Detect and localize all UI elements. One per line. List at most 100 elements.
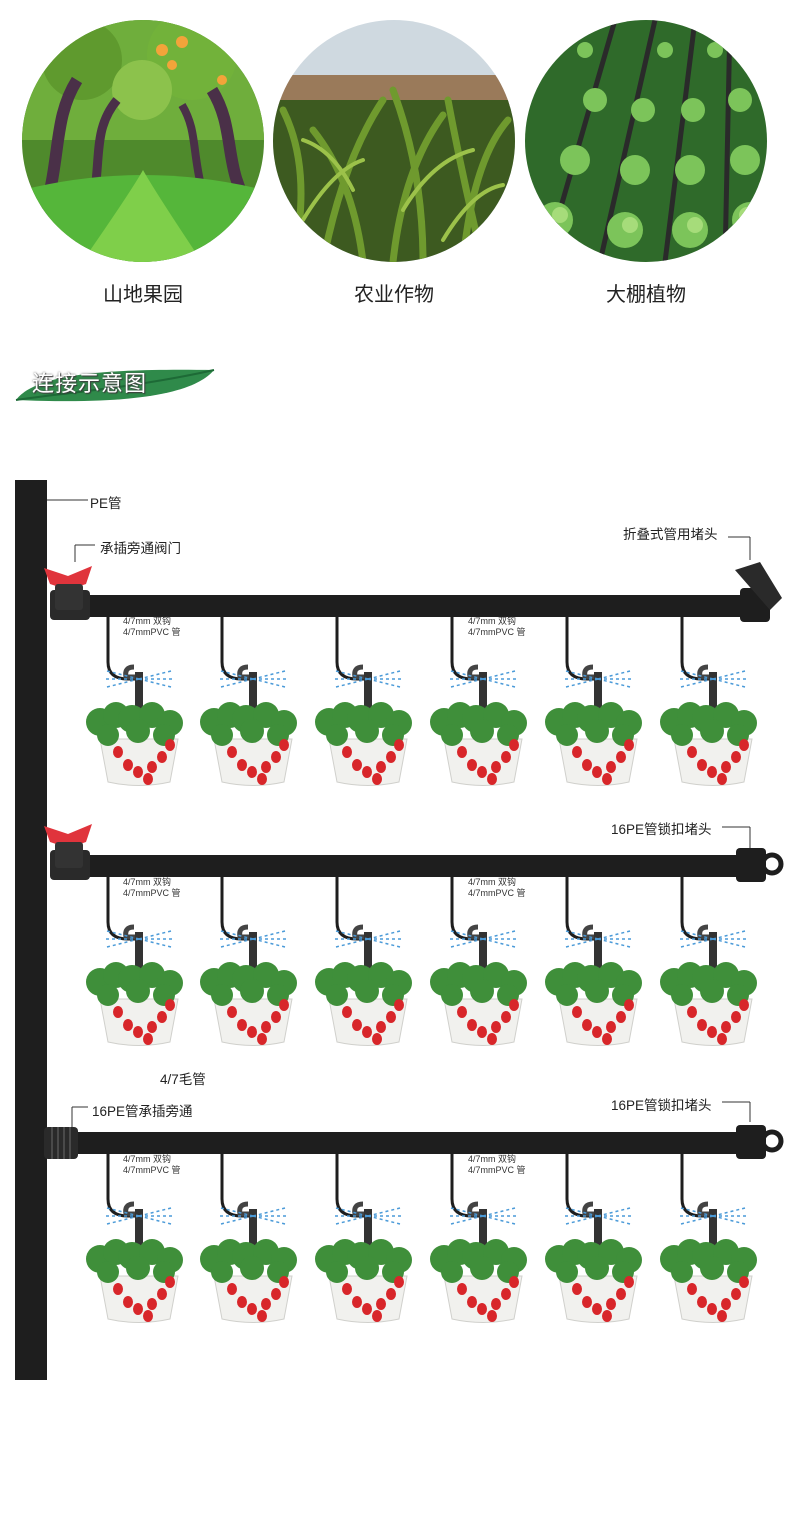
strawberry-leaves — [660, 962, 757, 1006]
dripper-hook — [582, 664, 597, 680]
dripper-hook — [697, 924, 712, 940]
diagram-canvas — [15, 480, 784, 1380]
dripper-hook — [123, 664, 138, 680]
drip-unit — [545, 617, 642, 786]
capillary-tube — [335, 877, 365, 941]
dripper-hook — [123, 1201, 138, 1217]
folding-end-plug-label: 折叠式管用堵头 — [623, 527, 718, 542]
dripper-hook — [467, 1201, 482, 1217]
pvc-label-r2b: 4/7mmPVC 管 — [468, 888, 526, 898]
strawberries — [342, 999, 404, 1045]
drip-unit — [86, 617, 183, 786]
strawberries — [687, 1276, 749, 1322]
bypass-valve-1 — [44, 566, 92, 610]
drip-unit — [200, 1154, 297, 1323]
dripper-hook — [582, 924, 597, 940]
strawberries — [572, 739, 634, 785]
strawberries — [113, 1276, 175, 1322]
capillary-tube — [565, 617, 595, 681]
strawberry-leaves — [430, 1239, 527, 1283]
strawberries — [457, 739, 519, 785]
drip-unit — [86, 1154, 183, 1323]
dripper-hook — [352, 664, 367, 680]
capillary-tube — [220, 617, 250, 681]
pvc-label-r3a: 4/7mmPVC 管 — [123, 1165, 181, 1175]
pvc-label-r1a: 4/7mmPVC 管 — [123, 627, 181, 637]
orchard-photo — [22, 20, 264, 262]
capillary-tube — [335, 617, 365, 681]
bypass-valve-2 — [44, 824, 92, 868]
branch-pipe-1 — [52, 595, 757, 617]
drip-unit — [315, 617, 412, 786]
scene-label-orchard: 山地果园 — [103, 284, 183, 306]
drip-unit — [545, 877, 642, 1046]
capillary-tube — [565, 1154, 595, 1218]
lock-end-plug-label-1: 16PE管锁扣堵头 — [611, 822, 712, 837]
drip-unit — [660, 1154, 757, 1323]
capillary-tube — [335, 1154, 365, 1218]
dripper-hook — [467, 664, 482, 680]
strawberries — [687, 739, 749, 785]
hook-label-r3a: 4/7mm 双钩 — [123, 1154, 172, 1164]
strawberry-leaves — [660, 1239, 757, 1283]
dripper-hook — [123, 924, 138, 940]
folding-end-plug — [735, 562, 782, 622]
strawberries — [342, 1276, 404, 1322]
branch-pipe-3 — [52, 1132, 757, 1154]
hook-label-r1b: 4/7mm 双钩 — [468, 616, 517, 626]
dripper-hook — [237, 924, 252, 940]
strawberry-leaves — [86, 962, 183, 1006]
capillary-tube — [680, 617, 710, 681]
capillary-tube — [220, 877, 250, 941]
lock-end-plug-2 — [736, 1125, 784, 1159]
strawberries — [227, 739, 289, 785]
strawberry-leaves — [315, 1239, 412, 1283]
dripper-hook — [352, 924, 367, 940]
lock-end-plug-1 — [736, 848, 784, 882]
dripper-hook — [697, 664, 712, 680]
dripper-hook — [467, 924, 482, 940]
drip-unit — [315, 877, 412, 1046]
drip-unit — [200, 877, 297, 1046]
drip-unit — [430, 617, 527, 786]
pvc-label-r2a: 4/7mmPVC 管 — [123, 888, 181, 898]
strawberry-leaves — [200, 962, 297, 1006]
strawberries — [457, 1276, 519, 1322]
dripper-hook — [237, 664, 252, 680]
strawberry-leaves — [545, 702, 642, 746]
capillary-label: 4/7毛管 — [160, 1072, 206, 1087]
strawberries — [227, 999, 289, 1045]
strawberry-leaves — [200, 1239, 297, 1283]
strawberry-leaves — [660, 702, 757, 746]
strawberries — [572, 1276, 634, 1322]
drip-unit — [315, 1154, 412, 1323]
capillary-tube — [565, 877, 595, 941]
scene-label-cornfield: 农业作物 — [354, 284, 434, 306]
greenhouse-photo — [525, 20, 767, 262]
dripper-hook — [582, 1201, 597, 1217]
socket-bypass-fitting — [44, 1127, 78, 1159]
strawberries — [113, 739, 175, 785]
pvc-label-r1b: 4/7mmPVC 管 — [468, 627, 526, 637]
drip-unit — [86, 877, 183, 1046]
drip-unit — [200, 617, 297, 786]
hook-label-r2b: 4/7mm 双钩 — [468, 877, 517, 887]
pe-pipe-label: PE管 — [90, 496, 122, 511]
capillary-tube — [220, 1154, 250, 1218]
strawberry-leaves — [315, 962, 412, 1006]
main-pe-pipe — [15, 480, 47, 1380]
drip-units — [86, 617, 757, 1323]
strawberries — [572, 999, 634, 1045]
capillary-tube — [680, 877, 710, 941]
strawberries — [342, 739, 404, 785]
branch-pipe-2 — [52, 855, 757, 877]
leaf-banner-shape — [15, 369, 215, 402]
socket-bypass-label: 16PE管承插旁通 — [92, 1104, 193, 1119]
strawberries — [687, 999, 749, 1045]
dripper-hook — [697, 1201, 712, 1217]
drip-unit — [660, 617, 757, 786]
capillary-tube — [680, 1154, 710, 1218]
drip-unit — [430, 1154, 527, 1323]
strawberries — [113, 999, 175, 1045]
strawberry-leaves — [315, 702, 412, 746]
